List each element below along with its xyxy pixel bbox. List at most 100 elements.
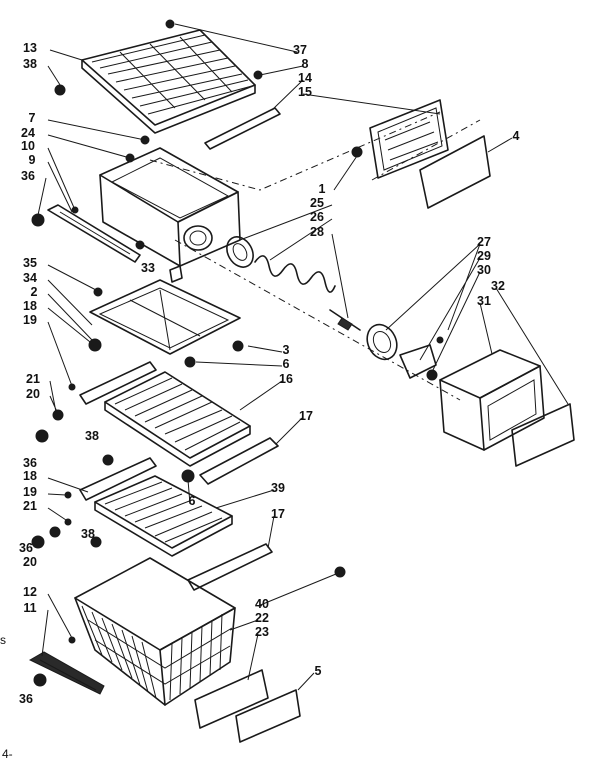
shaft-28	[329, 309, 361, 331]
callout-19: 19	[23, 485, 37, 499]
callout-21: 21	[23, 499, 37, 513]
lever-29	[399, 344, 437, 379]
dispenser-bin-31	[439, 349, 545, 451]
front-trim-16	[79, 361, 157, 405]
trim-23	[194, 669, 269, 729]
callout-6: 6	[189, 494, 196, 508]
cover-4	[419, 135, 491, 209]
callout-36: 36	[21, 169, 35, 183]
callout-34: 34	[23, 271, 37, 285]
shelf-trim-14	[204, 107, 281, 150]
callout-36: 36	[19, 692, 33, 706]
callout-31: 31	[477, 294, 491, 308]
callout-36: 36	[23, 456, 37, 470]
callout-33: 33	[141, 261, 155, 275]
chute-housing	[99, 147, 241, 283]
callout-18: 18	[23, 469, 37, 483]
clip-38-lower	[90, 536, 102, 548]
callout-29: 29	[477, 249, 491, 263]
screw-19-upper	[68, 383, 76, 391]
callout-35: 35	[23, 256, 37, 270]
callout-20: 20	[23, 555, 37, 569]
clip-3	[232, 340, 244, 352]
screw-32	[436, 336, 444, 344]
callout-7: 7	[29, 111, 36, 125]
wire-basket-22	[74, 557, 236, 706]
callout-21: 21	[26, 372, 40, 386]
fastener-36-bottom	[33, 673, 47, 687]
fastener-36-middle	[35, 429, 49, 443]
top-wire-shelf	[81, 29, 256, 134]
clip-38-top	[54, 84, 66, 96]
callout-27: 27	[477, 235, 491, 249]
callout-1: 1	[319, 182, 326, 196]
clip-38-middle	[102, 454, 114, 466]
callout-16: 16	[279, 372, 293, 386]
slide-rail-11	[28, 651, 105, 695]
callout-11: 11	[23, 601, 36, 615]
gear-27	[366, 323, 398, 361]
callout-2: 2	[31, 285, 38, 299]
cover-5	[235, 689, 301, 743]
callout-26: 26	[310, 210, 324, 224]
callout-4: 4	[513, 129, 520, 143]
callout-30: 30	[477, 263, 491, 277]
part-callouts: 3781415133847241093612526283327293031323…	[19, 41, 519, 706]
callout-6: 6	[283, 357, 290, 371]
callout-38: 38	[23, 57, 37, 71]
callout-10: 10	[21, 139, 35, 153]
callout-15: 15	[298, 85, 312, 99]
fastener-36-lower	[31, 535, 45, 549]
part-33	[135, 240, 145, 250]
callout-39: 39	[271, 481, 285, 495]
callout-19: 19	[23, 313, 37, 327]
callout-5: 5	[315, 664, 322, 678]
trim-18-lower	[79, 457, 157, 501]
fastener-6-upper	[184, 356, 196, 368]
callout-36: 36	[19, 541, 33, 555]
callout-38: 38	[85, 429, 99, 443]
callout-9: 9	[29, 153, 36, 167]
trim-17-upper	[199, 437, 279, 485]
leader-lines	[37, 23, 569, 691]
trim-17-lower	[187, 543, 273, 591]
callout-24: 24	[21, 126, 35, 140]
screw-1	[351, 146, 363, 158]
callout-18: 18	[23, 299, 37, 313]
edge-mark: s	[0, 633, 6, 647]
clip-40	[334, 566, 346, 578]
fastener-36-upper	[31, 213, 45, 227]
spring-26	[254, 255, 336, 293]
callout-32: 32	[491, 279, 505, 293]
callout-8: 8	[302, 57, 309, 71]
callout-25: 25	[310, 196, 324, 210]
callout-23: 23	[255, 625, 269, 639]
fastener-20-upper	[52, 409, 64, 421]
clip-37	[165, 19, 175, 29]
callout-14: 14	[298, 71, 312, 85]
clip-30	[426, 369, 438, 381]
callout-17: 17	[299, 409, 313, 423]
bracket-9	[47, 204, 141, 263]
cover-32	[511, 403, 575, 467]
callout-17: 17	[271, 507, 285, 521]
callout-3: 3	[283, 343, 290, 357]
fastener-20-lower	[49, 526, 61, 538]
callout-28: 28	[310, 225, 324, 239]
callout-38: 38	[81, 527, 95, 541]
middle-wire-shelf-16	[104, 371, 251, 467]
screw-21-lower	[64, 518, 72, 526]
page-mark: 4-	[2, 747, 13, 761]
callout-13: 13	[23, 41, 37, 55]
bushing-25	[226, 236, 254, 268]
part-18-upper	[88, 338, 102, 352]
callout-20: 20	[26, 387, 40, 401]
callout-22: 22	[255, 611, 269, 625]
lower-wire-shelf-39	[94, 475, 233, 557]
callout-40: 40	[255, 597, 269, 611]
assembly-center-lines	[149, 111, 481, 401]
frame-15	[369, 99, 449, 179]
callout-12: 12	[23, 585, 37, 599]
slide-plate-2	[89, 279, 241, 355]
